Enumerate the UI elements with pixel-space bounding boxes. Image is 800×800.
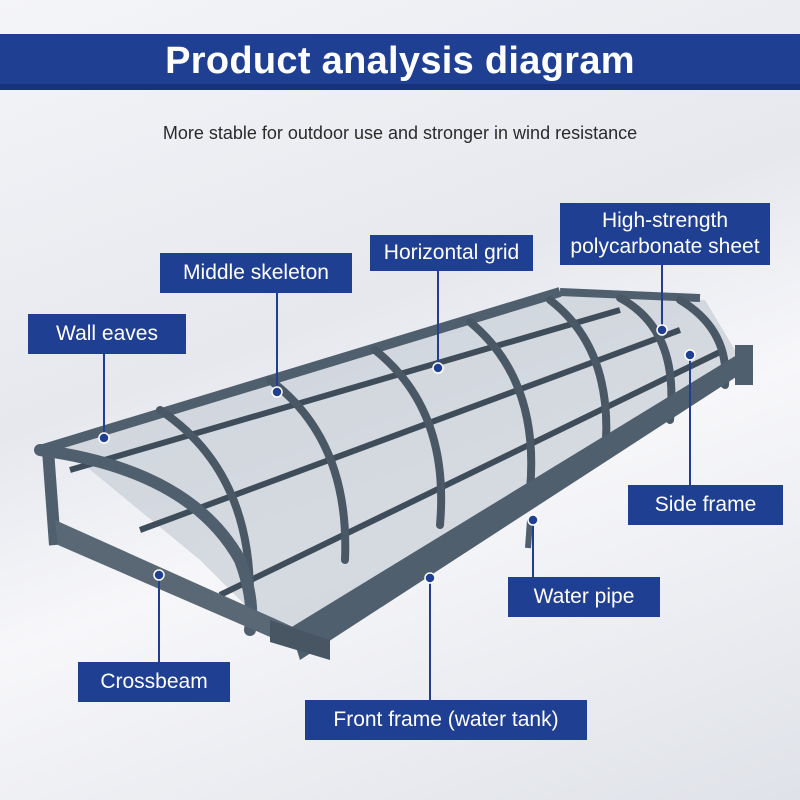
title-banner: Product analysis diagram [0, 34, 800, 90]
label-crossbeam: Crossbeam [78, 662, 230, 702]
right-end-cap [735, 345, 753, 385]
left-end-arch [34, 444, 258, 636]
front-frame-bar [290, 350, 750, 660]
page-title: Product analysis diagram [165, 40, 635, 82]
leader-lines [103, 265, 691, 700]
label-water-pipe: Water pipe [508, 577, 660, 617]
front-bottom-lip [270, 620, 330, 660]
back-frame-rail [559, 288, 701, 302]
leader-dots [98, 324, 696, 584]
wall-eaves-rail [38, 287, 562, 455]
label-wall-eaves: Wall eaves [28, 314, 186, 354]
label-middle-skeleton: Middle skeleton [160, 253, 352, 293]
label-high-strength: High-strength polycarbonate sheet [560, 203, 770, 265]
label-horizontal-grid: Horizontal grid [370, 235, 533, 271]
label-front-frame: Front frame (water tank) [305, 700, 587, 740]
left-post [42, 449, 61, 546]
label-side-frame: Side frame [628, 485, 783, 525]
crossbeam-bar [55, 520, 300, 650]
middle-skeleton [156, 294, 730, 599]
subtitle: More stable for outdoor use and stronger… [162, 123, 638, 143]
